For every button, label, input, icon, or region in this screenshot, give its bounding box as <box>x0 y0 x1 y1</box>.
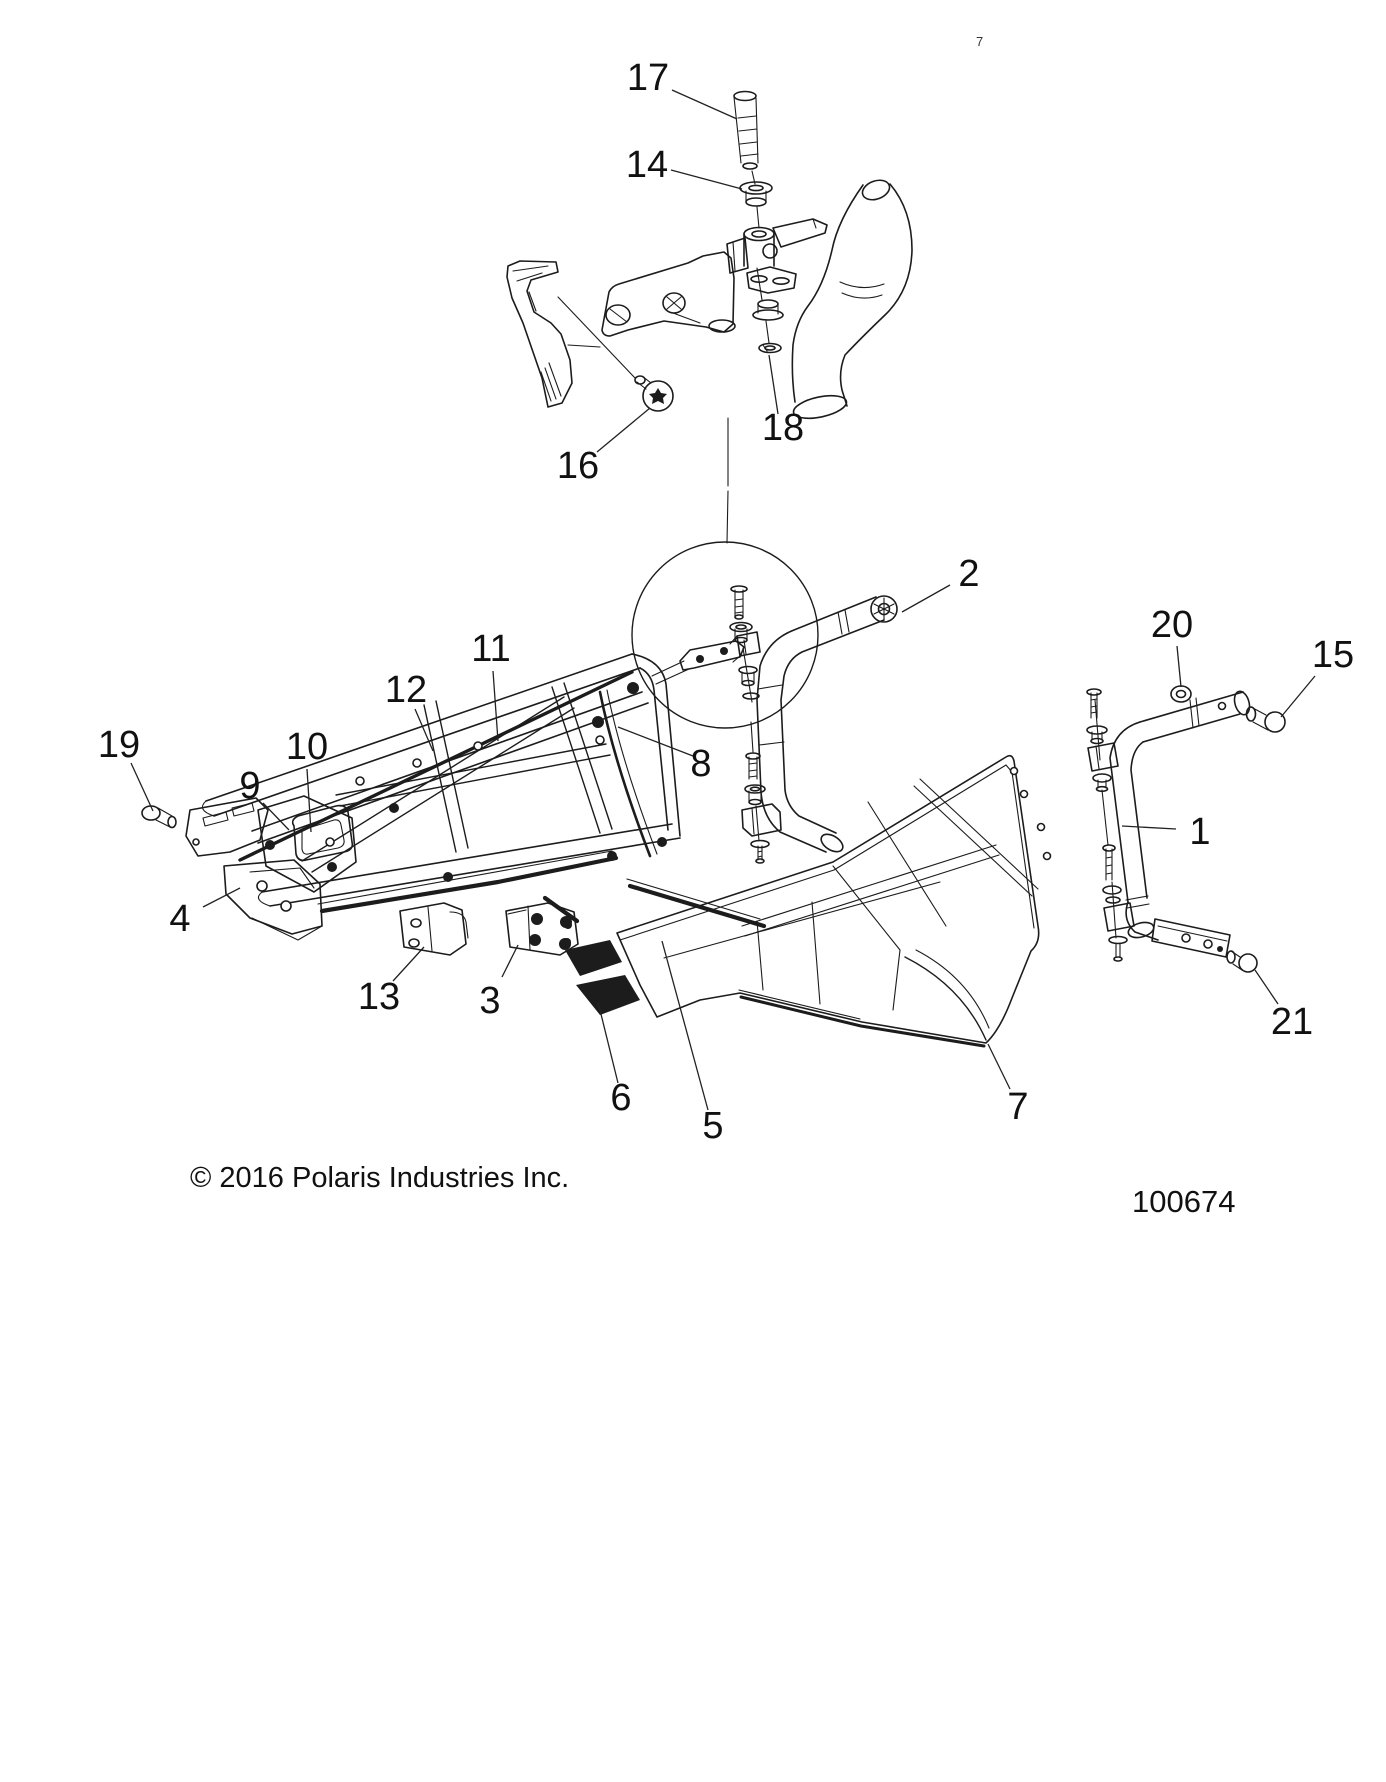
mount-bracket-4-drawing <box>141 797 323 941</box>
callout-leader-5 <box>661 940 709 1111</box>
callout-leader-7 <box>987 1043 1011 1090</box>
callout-label-7: 7 <box>1007 1086 1028 1128</box>
callout-label-21: 21 <box>1271 1001 1313 1043</box>
callout-leader-9 <box>262 802 290 831</box>
callout-label-10: 10 <box>286 726 328 768</box>
callout-leader-19 <box>130 762 154 812</box>
callout-leader-17 <box>671 89 738 120</box>
callout-leader-13 <box>392 946 425 982</box>
callout-label-3: 3 <box>479 980 500 1022</box>
hinge-bracket-13-drawing <box>399 902 469 956</box>
callout-leader-4 <box>202 887 241 908</box>
upper-hinge-assembly-drawing <box>506 90 913 544</box>
callout-label-1: 1 <box>1189 811 1210 853</box>
stray-mark: 7 <box>976 34 983 49</box>
callout-label-19: 19 <box>98 724 140 766</box>
callout-leader-3 <box>501 944 519 978</box>
callout-leader-14 <box>670 169 743 190</box>
callout-label-4: 4 <box>169 898 190 940</box>
door-frame-drawing <box>201 653 681 907</box>
callout-leader-11 <box>492 670 499 742</box>
callout-leader-6 <box>597 1001 619 1084</box>
callout-leader-18 <box>768 354 779 415</box>
rear-tube-1-drawing <box>1086 685 1286 973</box>
callout-label-11: 11 <box>471 628 510 670</box>
callout-leader-20 <box>1176 645 1182 688</box>
callout-label-2: 2 <box>958 553 979 595</box>
callout-label-5: 5 <box>702 1105 723 1147</box>
callout-label-6: 6 <box>610 1077 631 1119</box>
callout-leader-15 <box>1280 675 1316 718</box>
copyright-text: © 2016 Polaris Industries Inc. <box>190 1162 569 1194</box>
callout-label-14: 14 <box>626 144 668 186</box>
callout-leader-10 <box>306 768 312 833</box>
callout-leader-8 <box>617 726 694 757</box>
callout-label-9: 9 <box>239 765 260 807</box>
callout-label-8: 8 <box>690 743 711 785</box>
door-panel-drawing <box>563 754 1052 1048</box>
callout-leader-1 <box>1121 825 1177 830</box>
callout-leader-2 <box>901 584 951 613</box>
callout-label-13: 13 <box>358 976 400 1018</box>
callout-leader-16 <box>596 407 651 453</box>
callout-label-15: 15 <box>1312 634 1354 676</box>
diagram-number: 100674 <box>1132 1184 1235 1219</box>
callout-leader-12 <box>414 708 434 752</box>
callout-label-12: 12 <box>385 669 427 711</box>
callout-label-16: 16 <box>557 445 599 487</box>
detail-circle-drawing <box>631 541 819 729</box>
callout-label-20: 20 <box>1151 604 1193 646</box>
latch-tube-2-drawing <box>741 595 898 864</box>
callout-leader-21 <box>1254 969 1279 1005</box>
callout-label-18: 18 <box>762 407 804 449</box>
callout-label-17: 17 <box>627 57 669 99</box>
